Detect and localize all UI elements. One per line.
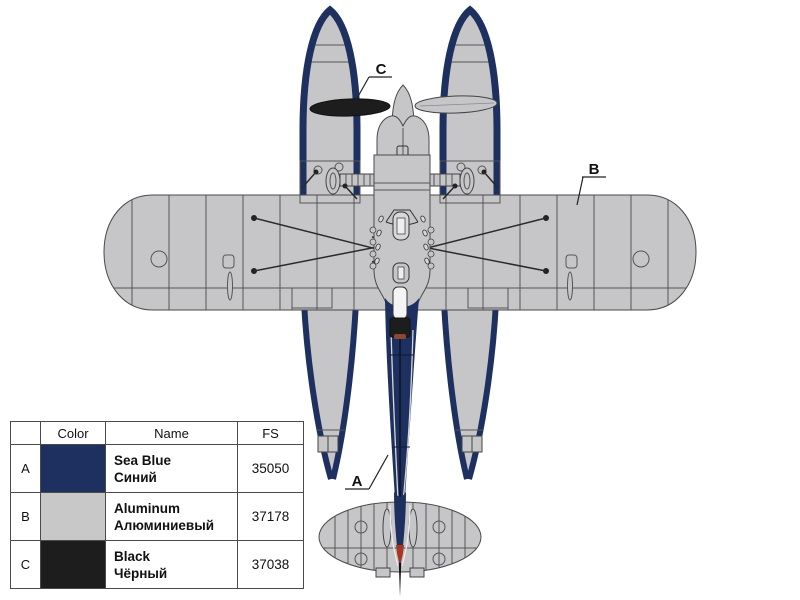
legend-letter: C bbox=[10, 540, 41, 589]
seat-back bbox=[394, 334, 406, 339]
legend-header-color: Color bbox=[40, 421, 106, 445]
propeller bbox=[309, 95, 498, 117]
color-name-ru: Алюминиевый bbox=[114, 517, 215, 533]
color-name-en: Black bbox=[114, 548, 151, 564]
right-wing-inspection-circle bbox=[632, 250, 650, 268]
callout-c: C bbox=[355, 61, 392, 101]
legend-header-fs: FS bbox=[237, 421, 304, 445]
engine-cowling bbox=[376, 115, 430, 161]
callout-b: B bbox=[576, 161, 606, 206]
tail-point bbox=[398, 563, 402, 597]
exhaust-stubs bbox=[374, 215, 430, 265]
fin-seablue bbox=[394, 492, 406, 570]
legend-row-aluminum: B Aluminum Алюминиевый 37178 bbox=[10, 492, 304, 541]
left-float-step bbox=[317, 435, 329, 453]
right-float-stern bbox=[444, 302, 496, 479]
fs-code: 37178 bbox=[237, 492, 304, 541]
color-name-en: Sea Blue bbox=[114, 452, 172, 468]
right-wing-hatch bbox=[565, 254, 578, 269]
callout-c-label: C bbox=[376, 61, 387, 78]
right-float-step bbox=[461, 435, 473, 453]
cylinder-bumps bbox=[369, 226, 435, 270]
black-swatch bbox=[40, 540, 106, 589]
rudder-red-tip bbox=[396, 545, 404, 564]
legend-header-letter bbox=[10, 421, 41, 445]
propeller-blade-black bbox=[309, 98, 391, 117]
callout-b-label: B bbox=[589, 161, 600, 178]
cockpit-opening bbox=[392, 286, 408, 320]
legend-header-row: Color Name FS bbox=[10, 421, 304, 445]
left-wing-hatch bbox=[222, 254, 235, 269]
engine-mount-right bbox=[409, 160, 501, 204]
fin-and-rudder bbox=[382, 492, 418, 597]
legend-row-black: C Black Чёрный 37038 bbox=[10, 540, 304, 589]
windshield bbox=[385, 209, 419, 223]
left-exhaust-flange bbox=[325, 167, 341, 195]
stabilizer-notch-left bbox=[375, 567, 391, 578]
color-name-en: Aluminum bbox=[114, 500, 180, 516]
aluminum-swatch bbox=[40, 492, 106, 541]
left-float-stern bbox=[304, 302, 356, 479]
right-aileron-actuator bbox=[567, 271, 573, 301]
right-exhaust-flange bbox=[459, 167, 475, 195]
right-float-bow-edge bbox=[439, 5, 501, 200]
fs-code: 37038 bbox=[237, 540, 304, 589]
color-name-ru: Чёрный bbox=[114, 565, 168, 581]
color-legend-table: Color Name FS A Sea Blue Синий 35050 B A… bbox=[10, 421, 304, 589]
legend-letter: B bbox=[10, 492, 41, 541]
legend-header-name: Name bbox=[105, 421, 238, 445]
fs-code: 35050 bbox=[237, 444, 304, 493]
legend-row-sea-blue: A Sea Blue Синий 35050 bbox=[10, 444, 304, 493]
rear-fuselage-seablue bbox=[385, 298, 419, 557]
sea-blue-swatch bbox=[40, 444, 106, 493]
callout-a: A bbox=[345, 454, 389, 490]
rear-cockpit-fairing bbox=[392, 262, 410, 284]
color-name-ru: Синий bbox=[114, 469, 157, 485]
left-aileron-actuator bbox=[227, 271, 233, 301]
legend-letter: A bbox=[10, 444, 41, 493]
left-wing-inspection-circle bbox=[150, 250, 168, 268]
callout-a-label: A bbox=[352, 473, 363, 490]
stabilizer-notch-right bbox=[409, 567, 425, 578]
left-float-bow-edge bbox=[299, 5, 361, 200]
